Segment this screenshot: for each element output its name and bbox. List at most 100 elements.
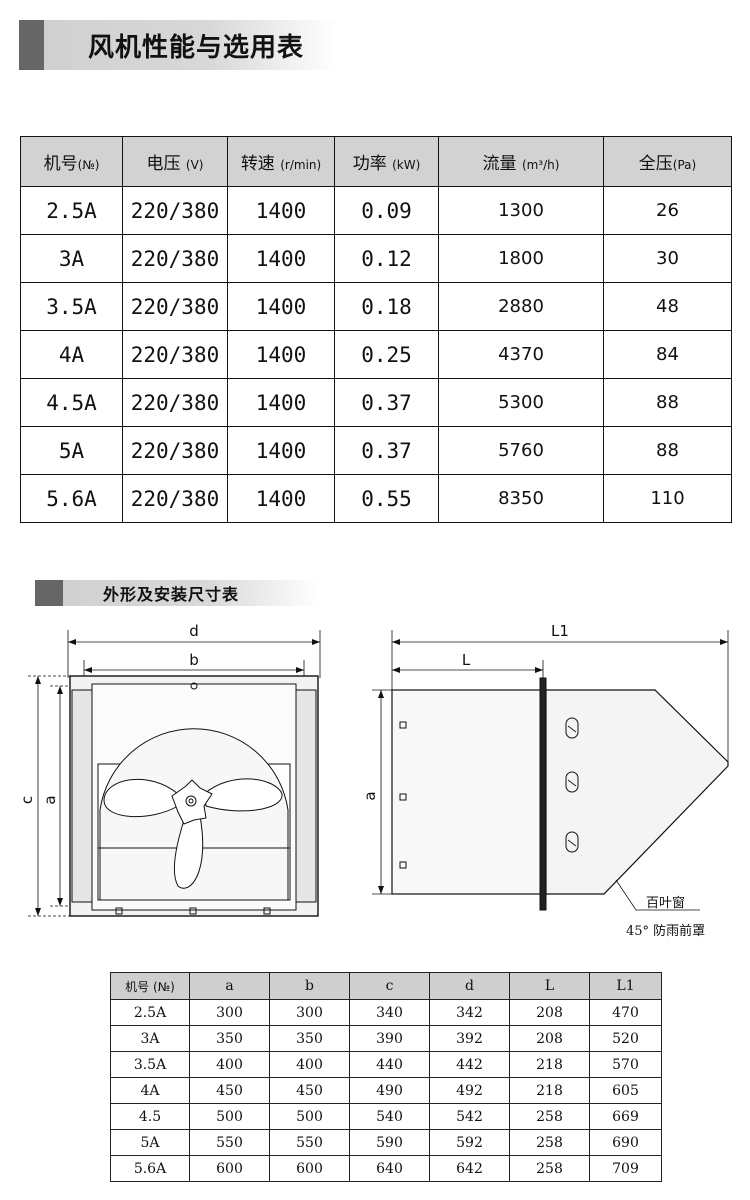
table-cell: 208 <box>509 999 590 1026</box>
side-view <box>372 630 729 911</box>
table-cell: 300 <box>189 999 270 1026</box>
table-cell: 258 <box>509 1129 590 1156</box>
table-cell: 26 <box>603 186 732 235</box>
table-cell: 0.09 <box>334 186 439 235</box>
table-cell: 1400 <box>227 426 335 475</box>
table-cell: 1300 <box>438 186 604 235</box>
table-cell: 3.5A <box>20 282 123 331</box>
table-cell: 300 <box>269 999 350 1026</box>
table-cell: 8350 <box>438 474 604 523</box>
header-voltage: 电压 (V) <box>122 136 228 187</box>
table-cell: 392 <box>429 1025 510 1052</box>
table-cell: 590 <box>349 1129 430 1156</box>
table-header-row: 机号(№) 电压 (V) 转速 (r/min) 功率 (kW) 流量 (m³/h… <box>20 136 732 187</box>
header-pressure: 全压(Pa) <box>603 136 732 187</box>
header-L1: L1 <box>589 972 662 1000</box>
front-view <box>28 630 321 917</box>
table-cell: 600 <box>189 1155 270 1182</box>
table-cell: 390 <box>349 1025 430 1052</box>
table-cell: 550 <box>189 1129 270 1156</box>
dim-label-a: a <box>41 795 59 804</box>
dim-label-c: c <box>18 796 36 804</box>
table-cell: 1400 <box>227 234 335 283</box>
section-header-performance: 风机性能与选用表 <box>19 20 337 70</box>
table-cell: 0.37 <box>334 426 439 475</box>
dim-label-b: b <box>189 651 199 669</box>
table-cell: 4.5 <box>110 1103 190 1130</box>
table-cell: 350 <box>189 1025 270 1052</box>
table-cell: 550 <box>269 1129 350 1156</box>
callout-louver: 百叶窗 <box>646 895 685 911</box>
table-cell: 642 <box>429 1155 510 1182</box>
table-cell: 570 <box>589 1051 662 1078</box>
table-cell: 450 <box>189 1077 270 1104</box>
table-cell: 48 <box>603 282 732 331</box>
table-cell: 442 <box>429 1051 510 1078</box>
table-cell: 490 <box>349 1077 430 1104</box>
dim-label-L: L <box>462 651 471 669</box>
table-cell: 340 <box>349 999 430 1026</box>
table-cell: 350 <box>269 1025 350 1052</box>
table-cell: 520 <box>589 1025 662 1052</box>
callout-rain-hood: 45° 防雨前罩 <box>626 923 705 939</box>
table-cell: 0.25 <box>334 330 439 379</box>
table-cell: 640 <box>349 1155 430 1182</box>
table-cell: 1400 <box>227 378 335 427</box>
table-cell: 1800 <box>438 234 604 283</box>
table-cell: 1400 <box>227 330 335 379</box>
table-cell: 400 <box>269 1051 350 1078</box>
header-c: c <box>349 972 430 1000</box>
table-cell: 342 <box>429 999 510 1026</box>
table-cell: 88 <box>603 426 732 475</box>
table-cell: 5A <box>110 1129 190 1156</box>
table-cell: 84 <box>603 330 732 379</box>
table-cell: 4A <box>20 330 123 379</box>
header-model: 机号(№) <box>20 136 123 187</box>
table-cell: 218 <box>509 1077 590 1104</box>
table-cell: 2.5A <box>20 186 123 235</box>
table-cell: 5.6A <box>20 474 123 523</box>
table-cell: 592 <box>429 1129 510 1156</box>
table-cell: 470 <box>589 999 662 1026</box>
table-cell: 3.5A <box>110 1051 190 1078</box>
table-cell: 5.6A <box>110 1155 190 1182</box>
performance-table: 机号(№) 电压 (V) 转速 (r/min) 功率 (kW) 流量 (m³/h… <box>20 136 732 523</box>
table-cell: 3A <box>110 1025 190 1052</box>
table-cell: 220/380 <box>122 330 228 379</box>
table-cell: 88 <box>603 378 732 427</box>
table-cell: 220/380 <box>122 378 228 427</box>
header-L: L <box>509 972 590 1000</box>
table-cell: 3A <box>20 234 123 283</box>
section-title: 风机性能与选用表 <box>88 32 305 63</box>
table-cell: 0.12 <box>334 234 439 283</box>
header-d: d <box>429 972 510 1000</box>
table-cell: 5300 <box>438 378 604 427</box>
table-cell: 709 <box>589 1155 662 1182</box>
table-cell: 450 <box>269 1077 350 1104</box>
header-speed: 转速 (r/min) <box>227 136 335 187</box>
header-a: a <box>189 972 270 1000</box>
table-cell: 220/380 <box>122 426 228 475</box>
table-cell: 440 <box>349 1051 430 1078</box>
table-cell: 5760 <box>438 426 604 475</box>
table-cell: 220/380 <box>122 234 228 283</box>
table-cell: 258 <box>509 1103 590 1130</box>
table-cell: 4A <box>110 1077 190 1104</box>
table-cell: 1400 <box>227 282 335 331</box>
table-cell: 258 <box>509 1155 590 1182</box>
section-title: 外形及安装尺寸表 <box>103 585 240 604</box>
table-cell: 400 <box>189 1051 270 1078</box>
table-cell: 0.18 <box>334 282 439 331</box>
header-b: b <box>269 972 350 1000</box>
table-cell: 4.5A <box>20 378 123 427</box>
